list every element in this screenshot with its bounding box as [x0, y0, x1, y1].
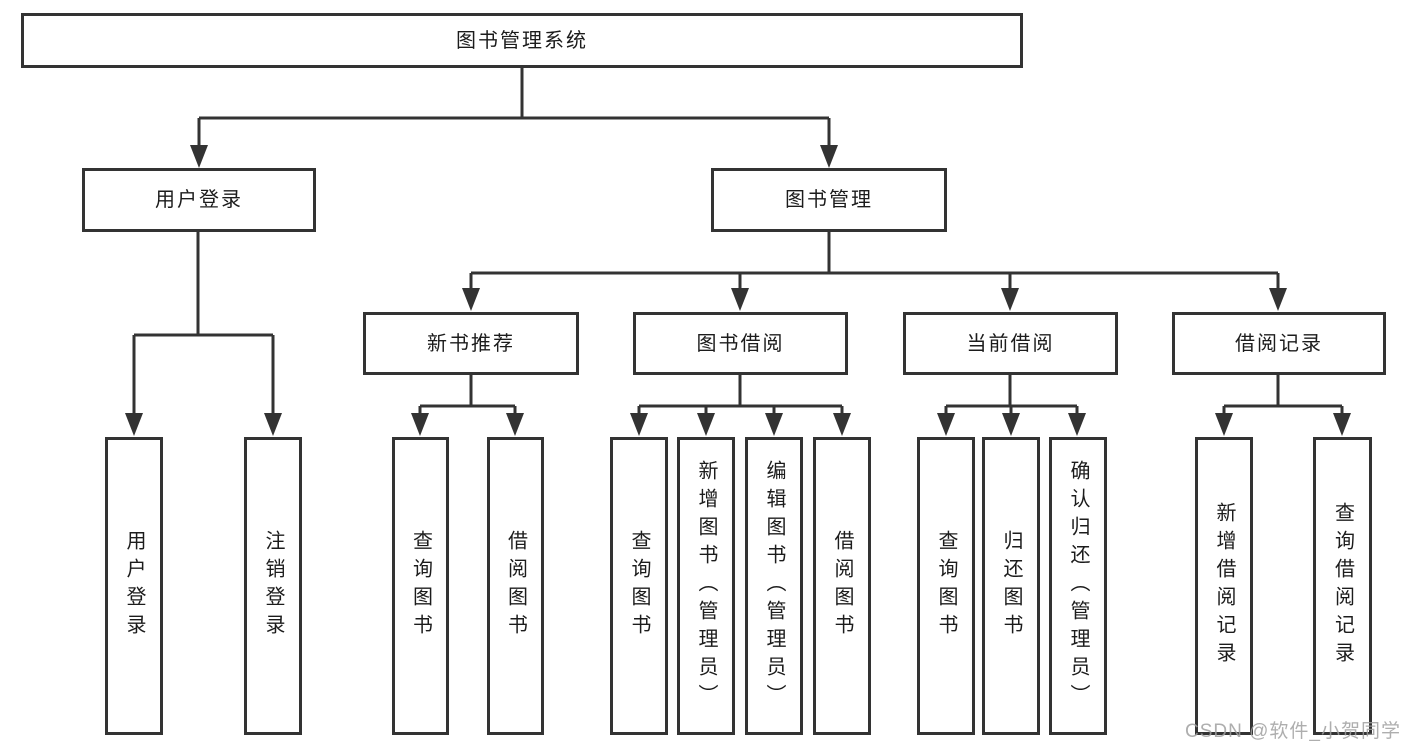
node-current-borrow: 当前借阅: [903, 312, 1118, 375]
leaf-records-search-record: 查询借阅记录: [1313, 437, 1372, 735]
node-book-borrow: 图书借阅: [633, 312, 848, 375]
leaf-current-return-book: 归还图书: [982, 437, 1040, 735]
node-borrow-records: 借阅记录: [1172, 312, 1386, 375]
leaf-borrow-add-book-admin: 新增图书（管理员）: [677, 437, 735, 735]
node-user-login: 用户登录: [82, 168, 316, 232]
leaf-current-search-book: 查询图书: [917, 437, 975, 735]
leaf-newbook-search-book: 查询图书: [392, 437, 449, 735]
leaf-borrow-search-book: 查询图书: [610, 437, 668, 735]
leaf-borrow-edit-book-admin: 编辑图书（管理员）: [745, 437, 803, 735]
csdn-watermark: CSDN @软件_小贺同学: [1185, 721, 1401, 742]
leaf-newbook-borrow-book: 借阅图书: [487, 437, 544, 735]
node-library-management-system: 图书管理系统: [21, 13, 1023, 68]
leaf-records-add-record: 新增借阅记录: [1195, 437, 1253, 735]
leaf-logout: 注销登录: [244, 437, 302, 735]
leaf-borrow-borrow-book: 借阅图书: [813, 437, 871, 735]
node-book-management: 图书管理: [711, 168, 947, 232]
leaf-current-confirm-return-admin: 确认归还（管理员）: [1049, 437, 1107, 735]
node-new-book-recommend: 新书推荐: [363, 312, 579, 375]
leaf-user-login: 用户登录: [105, 437, 163, 735]
